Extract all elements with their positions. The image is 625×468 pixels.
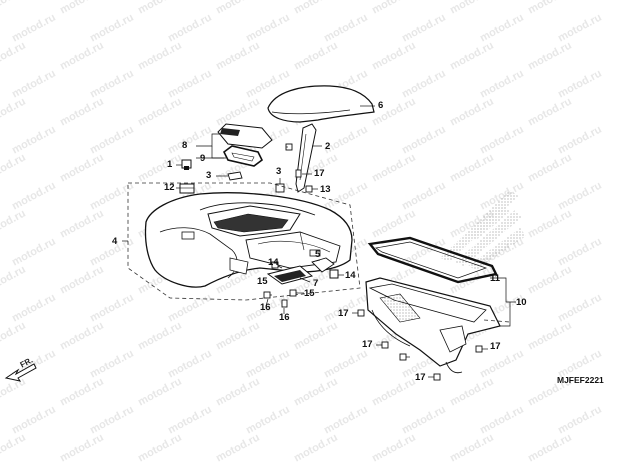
bracket-part-7 bbox=[266, 265, 314, 285]
callout-13: 13 bbox=[320, 184, 331, 195]
callout-1: 1 bbox=[167, 159, 173, 170]
callout-3-left: 3 bbox=[206, 170, 212, 181]
seat-cushion-part-6 bbox=[267, 85, 375, 123]
callout-16-right: 16 bbox=[279, 312, 290, 323]
callout-15-left: 15 bbox=[257, 276, 268, 287]
callout-17-upper: 17 bbox=[314, 168, 325, 179]
callout-17-box-bottom: 17 bbox=[415, 372, 426, 383]
callout-8: 8 bbox=[182, 140, 188, 151]
rear-cowl-part-4 bbox=[127, 182, 361, 301]
front-arrow-icon bbox=[4, 363, 37, 382]
bolts-upper bbox=[285, 143, 313, 193]
callout-2: 2 bbox=[325, 141, 331, 152]
callout-3-center: 3 bbox=[276, 166, 282, 177]
grommet-part-12 bbox=[179, 183, 195, 194]
lid-part-8 bbox=[217, 123, 273, 149]
clip-part-1 bbox=[181, 159, 192, 170]
callout-4: 4 bbox=[112, 236, 118, 247]
gasket-part-9 bbox=[222, 145, 264, 167]
callout-15-right: 15 bbox=[304, 288, 315, 299]
callout-14-right: 14 bbox=[345, 270, 356, 281]
storage-box-part-10 bbox=[365, 277, 511, 374]
diagram-code: MJFEF2221 bbox=[557, 375, 604, 385]
callout-17-box-left: 17 bbox=[338, 308, 349, 319]
callout-7: 7 bbox=[313, 278, 319, 289]
plate-part-5 bbox=[311, 257, 335, 273]
callout-6: 6 bbox=[378, 100, 384, 111]
callout-16-left: 16 bbox=[260, 302, 271, 313]
callout-5: 5 bbox=[315, 249, 321, 260]
callout-17-box-right: 17 bbox=[490, 341, 501, 352]
callout-14-center: 14 bbox=[268, 257, 279, 268]
stay-bracket-part-2 bbox=[295, 123, 317, 193]
callout-9: 9 bbox=[200, 153, 206, 164]
seal-frame-part-11 bbox=[367, 236, 498, 284]
leader-lines bbox=[122, 105, 516, 378]
brand-wing-shading bbox=[440, 190, 526, 270]
callout-10: 10 bbox=[516, 297, 527, 308]
callout-17-box-mid: 17 bbox=[362, 339, 373, 350]
nut-part-14 bbox=[271, 261, 339, 279]
callout-12: 12 bbox=[164, 182, 175, 193]
fasteners-15-16 bbox=[263, 289, 297, 308]
callout-11: 11 bbox=[490, 273, 501, 284]
